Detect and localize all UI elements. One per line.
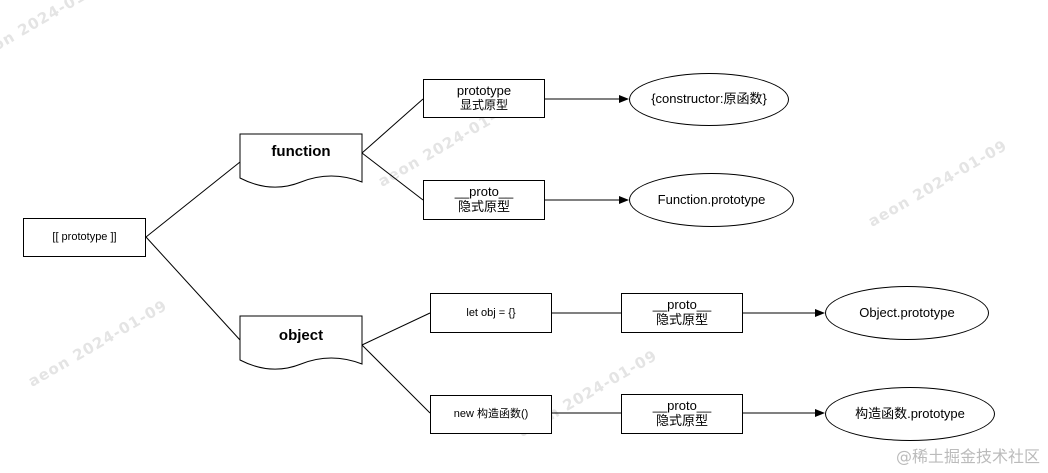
ctor-prototype-label: 构造函数.prototype bbox=[855, 405, 965, 421]
proto-label: __proto__ bbox=[652, 297, 712, 313]
connector-object-literal bbox=[361, 312, 431, 346]
prototype-label: prototype bbox=[456, 83, 512, 99]
function-proto-box: __proto__ 隐式原型 bbox=[423, 180, 545, 220]
object-prototype-ellipse: Object.prototype bbox=[825, 286, 989, 340]
object-node-label: object bbox=[278, 327, 324, 344]
obj-new-box: new 构造函数() bbox=[430, 395, 552, 434]
ctor-prototype-ellipse: 构造函数.prototype bbox=[825, 387, 995, 441]
root-label: [[ prototype ]] bbox=[52, 231, 117, 244]
function-prototype-label: Function.prototype bbox=[657, 191, 766, 207]
connector-function-prototype bbox=[361, 98, 424, 154]
connector-object-new bbox=[361, 344, 431, 414]
constructor-ellipse: {constructor:原函数} bbox=[629, 73, 789, 126]
new-proto-box: __proto__ 隐式原型 bbox=[621, 394, 743, 434]
implicit-prototype-label: 隐式原型 bbox=[655, 413, 708, 428]
literal-proto-box: __proto__ 隐式原型 bbox=[621, 293, 743, 333]
prototype-box: prototype 显式原型 bbox=[423, 79, 545, 118]
constructor-label: {constructor:原函数} bbox=[651, 91, 767, 107]
object-document-shape bbox=[239, 315, 363, 370]
root-node: [[ prototype ]] bbox=[23, 218, 146, 257]
brand-watermark: @稀土掘金技术社区 bbox=[895, 447, 1040, 466]
function-node-label: function bbox=[271, 143, 331, 160]
implicit-prototype-label: 隐式原型 bbox=[457, 199, 510, 214]
connector-root-function bbox=[145, 161, 241, 238]
connector-function-proto bbox=[361, 152, 424, 201]
function-prototype-ellipse: Function.prototype bbox=[629, 173, 794, 227]
connector-root-object bbox=[145, 236, 241, 341]
obj-literal-box: let obj = {} bbox=[430, 293, 552, 333]
proto-label: __proto__ bbox=[652, 398, 712, 414]
function-document-shape bbox=[239, 133, 363, 188]
object-prototype-label: Object.prototype bbox=[859, 304, 955, 320]
proto-label: __proto__ bbox=[454, 184, 514, 200]
implicit-prototype-label: 隐式原型 bbox=[655, 312, 708, 327]
obj-literal-label: let obj = {} bbox=[466, 306, 516, 319]
explicit-prototype-label: 显式原型 bbox=[459, 98, 508, 113]
obj-new-label: new 构造函数() bbox=[453, 408, 529, 421]
